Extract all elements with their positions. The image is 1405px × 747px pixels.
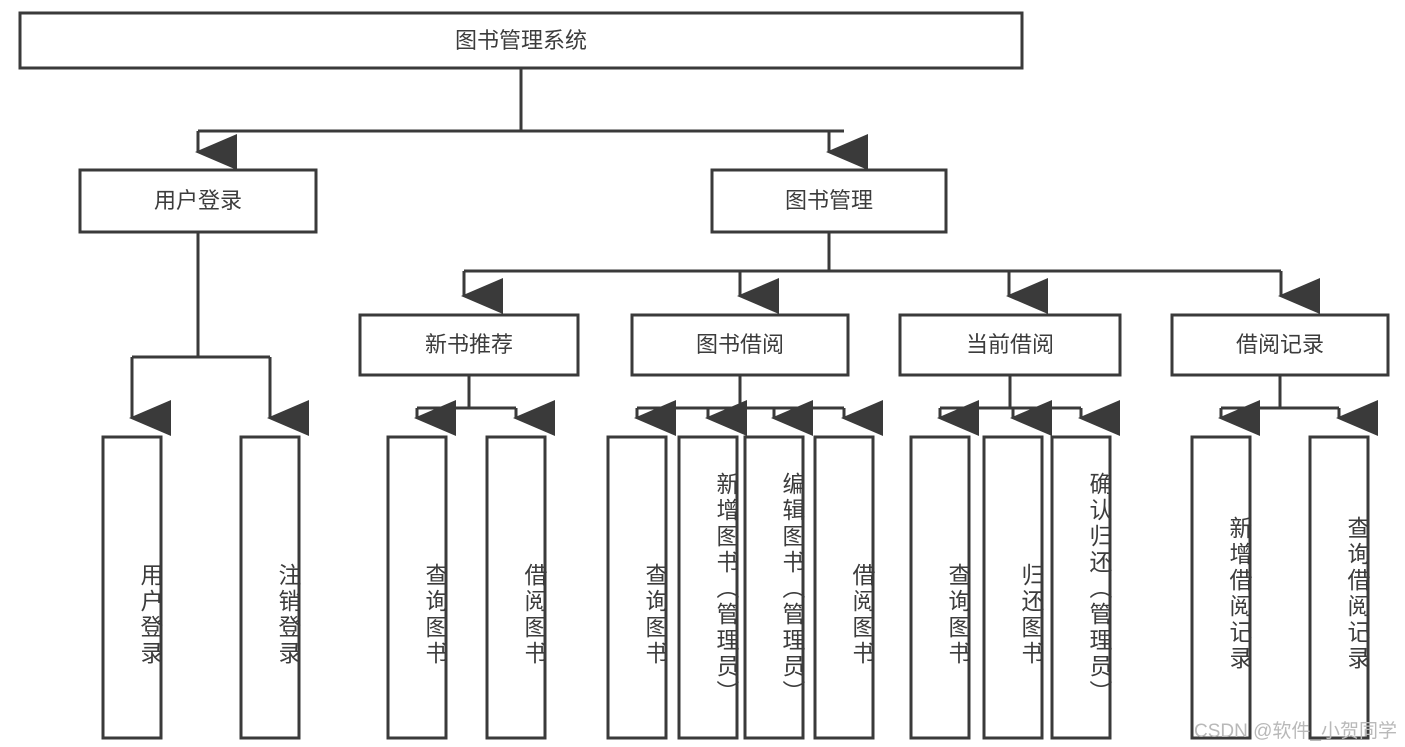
leaf-query-record-box[interactable] — [1308, 435, 1370, 740]
leaf-query-book-3-box[interactable] — [909, 435, 971, 740]
node-book-borrow[interactable]: 图书借阅 — [630, 313, 850, 377]
connector-borrow-record-to-leaves — [1218, 375, 1378, 436]
node-root[interactable]: 图书管理系统 — [18, 11, 1024, 70]
csdn-watermark: CSDN @软件_小贺同学 — [1194, 721, 1397, 742]
connector-current-borrow-to-leaves — [937, 375, 1120, 436]
node-borrow-record-label: 借阅记录 — [1236, 332, 1324, 357]
leaf-add-book-box[interactable] — [677, 435, 739, 740]
node-book-manage-label: 图书管理 — [785, 188, 873, 213]
node-root-box — [18, 11, 1024, 70]
leaf-boxes — [101, 435, 1370, 740]
node-user-login-label: 用户登录 — [154, 188, 242, 213]
node-current-borrow-box — [898, 313, 1122, 377]
node-current-borrow-label: 当前借阅 — [966, 332, 1054, 357]
node-new-book-recommend[interactable]: 新书推荐 — [358, 313, 580, 377]
node-new-book-recommend-label: 新书推荐 — [425, 332, 513, 357]
node-root-label: 图书管理系统 — [455, 28, 587, 53]
node-book-manage-box — [710, 168, 948, 234]
node-user-login[interactable]: 用户登录 — [78, 168, 318, 234]
leaf-confirm-return-box[interactable] — [1050, 435, 1112, 740]
node-user-login-box — [78, 168, 318, 234]
connector-book-manage-to-level3 — [461, 232, 1320, 314]
leaf-edit-book-box[interactable] — [743, 435, 805, 740]
leaf-query-book-1-box[interactable] — [386, 435, 448, 740]
node-current-borrow[interactable]: 当前借阅 — [898, 313, 1122, 377]
leaf-user-login-box[interactable] — [101, 435, 163, 740]
node-new-book-recommend-box — [358, 313, 580, 377]
connector-user-login-to-leaves — [129, 232, 309, 436]
connector-root-to-level2 — [195, 68, 868, 170]
node-borrow-record[interactable]: 借阅记录 — [1170, 313, 1390, 377]
leaf-borrow-book-2-box[interactable] — [813, 435, 875, 740]
leaf-borrow-book-1-box[interactable] — [485, 435, 547, 740]
node-book-borrow-label: 图书借阅 — [696, 332, 784, 357]
leaf-user-logout-box[interactable] — [239, 435, 301, 740]
leaf-return-book-box[interactable] — [982, 435, 1044, 740]
connector-book-borrow-to-leaves — [634, 375, 883, 436]
leaf-query-book-2-box[interactable] — [606, 435, 668, 740]
node-book-manage[interactable]: 图书管理 — [710, 168, 948, 234]
connector-new-book-recommend-to-leaves — [414, 375, 555, 436]
leaf-add-record-box[interactable] — [1190, 435, 1252, 740]
node-borrow-record-box — [1170, 313, 1390, 377]
